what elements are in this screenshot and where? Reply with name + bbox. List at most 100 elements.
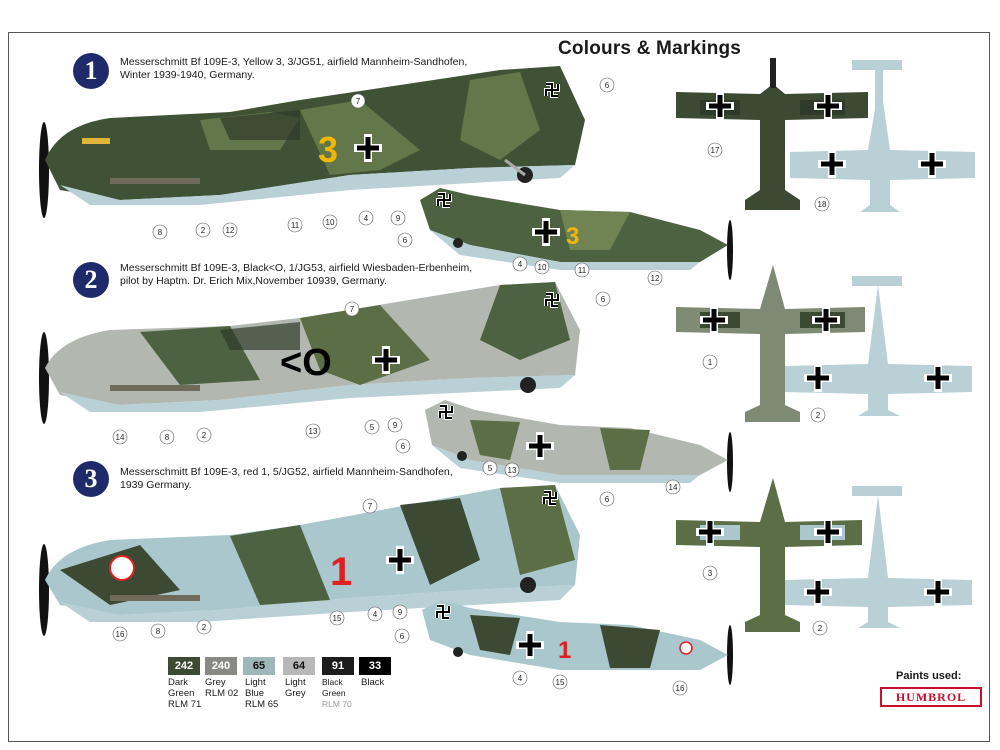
callout-label: 2 — [201, 226, 206, 235]
scheme-2-line-1: Messerschmitt Bf 109E-3, Black<O, 1/JG53… — [120, 262, 473, 274]
callout-label: 7 — [350, 305, 355, 314]
scheme-3-bottom-view — [785, 486, 972, 628]
paint-label-line: Black — [322, 677, 343, 687]
callout-label: 2 — [202, 431, 207, 440]
scheme-1-small-code: 3 — [566, 223, 579, 250]
callout-label: 9 — [396, 214, 401, 223]
sheet-frame — [8, 32, 990, 742]
paint-label-line: Green — [168, 688, 195, 699]
callout-label: 12 — [226, 226, 235, 235]
callout-label: 12 — [651, 274, 660, 283]
callout-label: 2 — [818, 624, 823, 633]
scheme-3-line-1: Messerschmitt Bf 109E-3, red 1, 5/JG52, … — [120, 466, 453, 478]
page-title: Colours & Markings — [558, 38, 742, 59]
callout-label: 14 — [116, 433, 125, 442]
callout-label: 11 — [291, 221, 300, 230]
paint-label: Black Green RLM 70 — [322, 677, 366, 710]
scheme-2-side-code: <O — [280, 342, 332, 384]
callout-label: 6 — [605, 495, 610, 504]
callout-label: 17 — [711, 146, 720, 155]
callout-label: 4 — [373, 610, 378, 619]
scheme-2-small-side-view — [425, 400, 733, 492]
callout-label: 10 — [538, 263, 547, 272]
callout-label: 6 — [400, 632, 405, 641]
scheme-2-bottom-view — [785, 276, 972, 416]
callout-label: 6 — [601, 295, 606, 304]
callout-label: 4 — [364, 214, 369, 223]
callout-label: 15 — [333, 614, 342, 623]
paint-label: Grey RLM 02 — [205, 677, 249, 699]
callout-label: 6 — [403, 236, 408, 245]
callout-label: 10 — [326, 218, 335, 227]
callout-label: 5 — [488, 464, 493, 473]
paint-label-line: Black — [361, 677, 385, 688]
scheme-3-side-view: 1 — [39, 485, 580, 636]
callout-label: 4 — [518, 260, 523, 269]
scheme-1-small-side-view: 3 — [420, 188, 733, 280]
scheme-3-line-2: 1939 Germany. — [120, 479, 192, 491]
scheme-3-small-code: 1 — [558, 637, 571, 664]
scheme-3-side-code: 1 — [330, 550, 352, 594]
paint-swatch: 91 — [322, 657, 354, 675]
scheme-2-badge: 2 — [73, 262, 109, 298]
callout-label: 15 — [556, 678, 565, 687]
scheme-1-bottom-view — [790, 60, 975, 212]
paint-label-line: Light — [245, 677, 266, 688]
callout-label: 18 — [818, 200, 827, 209]
scheme-1-line-1: Messerschmitt Bf 109E-3, Yellow 3, 3/JG5… — [120, 56, 468, 68]
paint-swatch: 33 — [359, 657, 391, 675]
paint-label-line: RLM 65 — [245, 699, 279, 710]
scheme-2-text: Messerschmitt Bf 109E-3, Black<O, 1/JG53… — [120, 262, 472, 288]
paint-swatch: 240 — [205, 657, 237, 675]
paint-label: Light Blue RLM 65 — [245, 677, 289, 710]
paint-label-line: Green — [322, 688, 346, 698]
callout-label: 5 — [370, 423, 375, 432]
callout-label: 2 — [202, 623, 207, 632]
scheme-1-side-code: 3 — [318, 129, 338, 170]
callout-label: 16 — [676, 684, 685, 693]
callout-label: 8 — [156, 627, 161, 636]
paints-used-label: Paints used: — [896, 670, 962, 682]
paint-label: Light Grey — [285, 677, 329, 699]
callout-label: 8 — [158, 228, 163, 237]
callout-label: 2 — [816, 411, 821, 420]
callout-label: 1 — [708, 358, 713, 367]
callout-label: 7 — [368, 502, 373, 511]
paint-label-line: Dark — [168, 677, 189, 688]
paint-swatch: 242 — [168, 657, 200, 675]
scheme-1-text: Messerschmitt Bf 109E-3, Yellow 3, 3/JG5… — [120, 56, 467, 82]
scheme-1-top-view — [676, 58, 868, 210]
callout-label: 13 — [508, 466, 517, 475]
scheme-2-line-2: pilot by Haptm. Dr. Erich Mix,November 1… — [120, 275, 388, 287]
scheme-3-top-view — [676, 478, 862, 632]
scheme-2-side-view: <O — [39, 282, 580, 424]
paint-label-line: Grey — [205, 677, 226, 688]
scheme-1-badge: 1 — [73, 53, 109, 89]
paint-label-line: RLM 71 — [168, 699, 202, 710]
paint-label: Dark Green RLM 71 — [168, 677, 212, 710]
paint-label-line: RLM 02 — [205, 688, 239, 699]
paint-label-line: Light — [285, 677, 306, 688]
paint-label-line: RLM 70 — [322, 699, 352, 709]
scheme-3-badge: 3 — [73, 461, 109, 497]
paint-swatch: 65 — [243, 657, 275, 675]
callout-label: 9 — [398, 608, 403, 617]
callout-label: 11 — [578, 266, 587, 275]
callout-label: 8 — [165, 433, 170, 442]
scheme-3-text: Messerschmitt Bf 109E-3, red 1, 5/JG52, … — [120, 466, 453, 492]
callout-label: 16 — [116, 630, 125, 639]
callout-label: 6 — [605, 81, 610, 90]
scheme-2-top-view — [676, 265, 865, 422]
callout-label: 6 — [401, 442, 406, 451]
paint-swatch: 64 — [283, 657, 315, 675]
callout-label: 4 — [518, 674, 523, 683]
callout-label: 7 — [356, 97, 361, 106]
paint-label-line: Blue — [245, 688, 265, 699]
scheme-3-small-side-view: 1 — [422, 600, 733, 685]
humbrol-logo: HUMBROL — [880, 687, 982, 707]
callout-label: 9 — [393, 421, 398, 430]
paint-label: Black — [361, 677, 405, 688]
callouts: 7 6 8 2 12 10 4 9 11 6 4 10 11 12 17 18 … — [112, 77, 830, 696]
callout-label: 14 — [669, 483, 678, 492]
